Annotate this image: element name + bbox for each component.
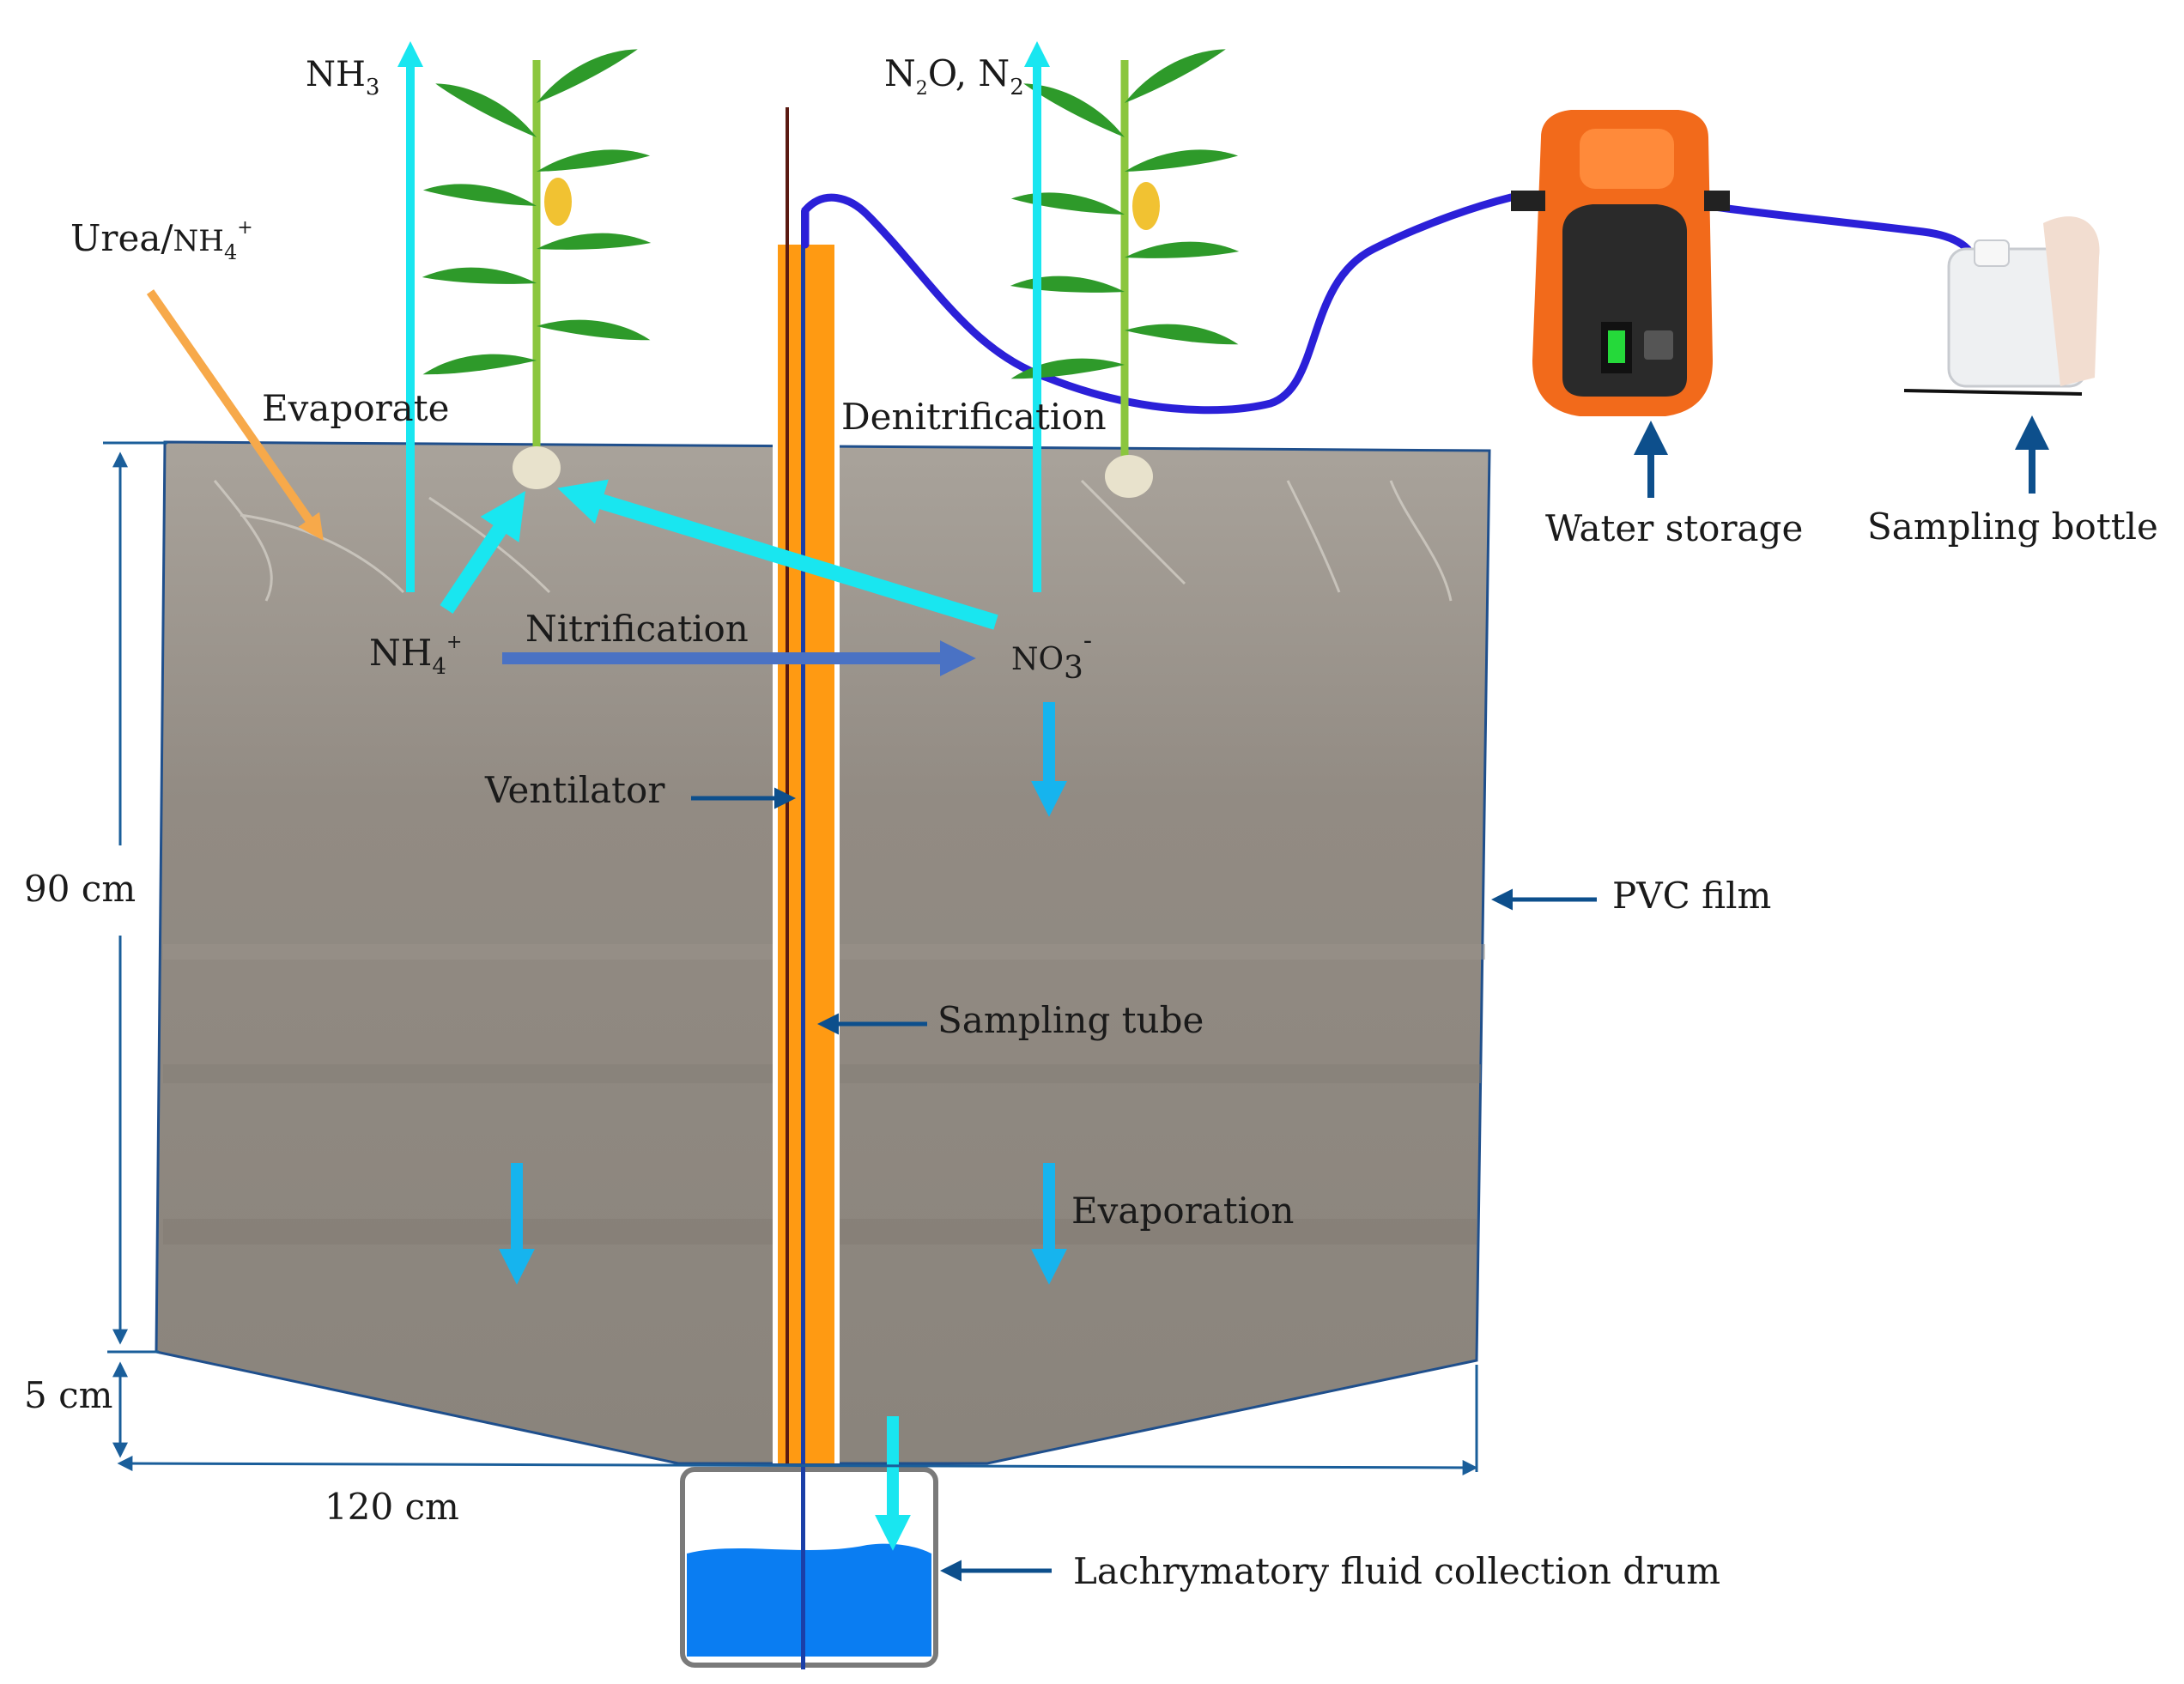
nh4-uptake-arrow bbox=[440, 491, 525, 614]
maize-plant-left bbox=[422, 45, 652, 489]
pvc-film-label: PVC film bbox=[1612, 875, 1771, 917]
sampling-hose bbox=[801, 193, 1979, 415]
nh4-label: NH4+ bbox=[369, 632, 462, 680]
sampling-bottle-image bbox=[1903, 216, 2100, 396]
urea-input-arrow bbox=[146, 289, 324, 541]
no3-label: NO3- bbox=[1011, 626, 1092, 686]
battery-indicator bbox=[1608, 330, 1625, 363]
ventilator-label: Ventilator bbox=[484, 769, 665, 811]
sampling-bottle-label: Sampling bottle bbox=[1867, 506, 2158, 548]
water-storage-label: Water storage bbox=[1545, 507, 1803, 549]
evaporation-label: Evaporation bbox=[1071, 1190, 1294, 1232]
n2o-n2-label: N2O, N2 bbox=[884, 52, 1024, 100]
denitrification-label: Denitrification bbox=[841, 396, 1107, 438]
urea-label: Urea/NH4+ bbox=[70, 217, 253, 264]
nitrification-label: Nitrification bbox=[525, 608, 749, 650]
no3-uptake-arrow bbox=[557, 479, 998, 630]
evaporate-label: Evaporate bbox=[262, 387, 449, 429]
sampling-tube-line bbox=[801, 210, 805, 1669]
ventilator-tube bbox=[773, 107, 840, 1669]
nh3-label: NH3 bbox=[306, 55, 379, 100]
depth-90cm-label: 90 cm bbox=[24, 868, 136, 910]
water-storage-pump bbox=[1511, 110, 1730, 416]
bottom-5cm-label: 5 cm bbox=[24, 1374, 112, 1416]
collection-drum-label: Lachrymatory fluid collection drum bbox=[1073, 1550, 1720, 1592]
labels: NH3 N2O, N2 Urea/NH4+ Evaporate Denitrif… bbox=[24, 52, 2158, 1592]
sampling-tube-label: Sampling tube bbox=[937, 999, 1204, 1041]
pointer-arrows bbox=[691, 415, 2049, 1582]
maize-plant-right bbox=[1010, 45, 1240, 498]
width-120cm-label: 120 cm bbox=[325, 1486, 459, 1528]
process-arrows bbox=[146, 41, 1067, 1551]
dimension-lines bbox=[103, 441, 1478, 1475]
